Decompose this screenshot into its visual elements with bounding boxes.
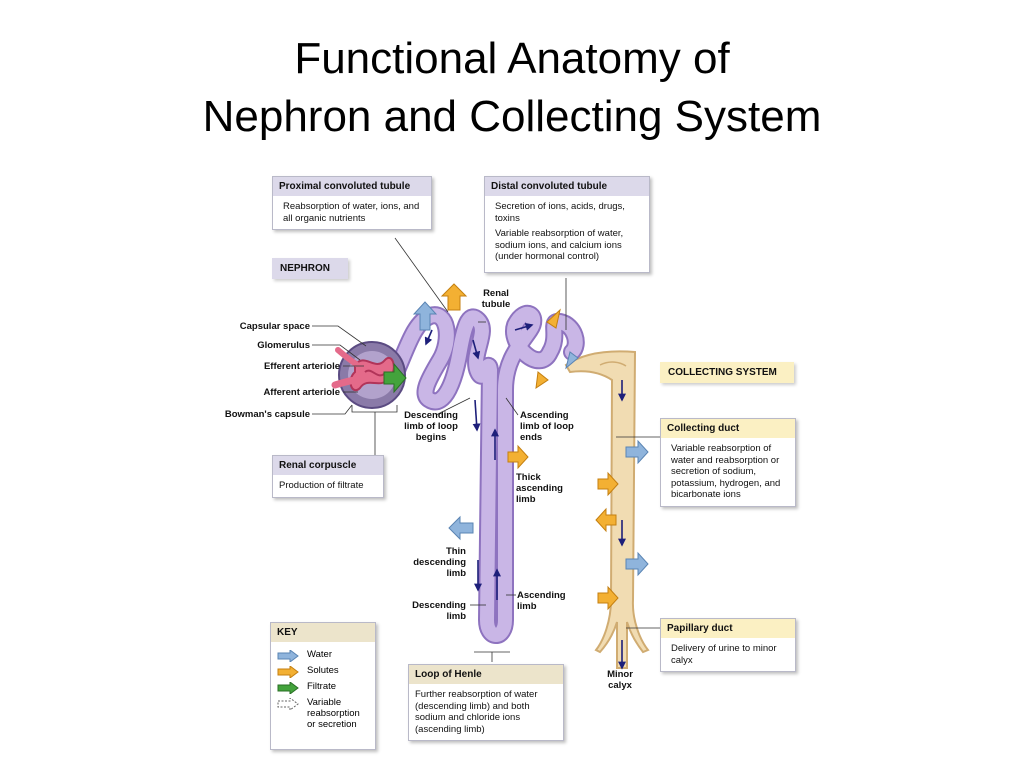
label-ascending-limb: Ascending limb	[517, 590, 566, 612]
water-key-icon	[277, 650, 299, 662]
label-renal-tubule: Renal tubule	[481, 288, 511, 310]
renal-corpuscle-shape	[331, 341, 406, 409]
label-thick-ascending: Thick ascending limb	[516, 472, 563, 505]
label-desc-limb-begins: Descending limb of loop begins	[404, 410, 458, 443]
title-line-2: Nephron and Collecting System	[202, 92, 822, 141]
dct-box: Distal convoluted tubule Secretion of io…	[484, 176, 650, 273]
key-filtrate-label: Filtrate	[307, 681, 337, 692]
collecting-duct-shape	[564, 350, 650, 669]
key-row-variable: Variable reabsorption or secretion	[277, 697, 369, 730]
label-asc-limb-ends: Ascending limb of loop ends	[520, 410, 574, 443]
label-efferent-arteriole: Efferent arteriole	[263, 361, 340, 372]
key-water-label: Water	[307, 649, 332, 660]
key-solutes-label: Solutes	[307, 665, 339, 676]
key-variable-label: Variable reabsorption or secretion	[307, 697, 360, 730]
corpuscle-box: Renal corpuscle Production of filtrate	[272, 455, 384, 498]
filtrate-arrow	[383, 362, 407, 394]
pct-box: Proximal convoluted tubule Reabsorption …	[272, 176, 432, 230]
water-arrows	[412, 301, 649, 577]
label-thin-descending: Thin descending limb	[413, 546, 466, 579]
loop-box: Loop of Henle Further reabsorption of wa…	[408, 664, 564, 741]
label-minor-calyx: Minor calyx	[607, 669, 633, 691]
solutes-key-icon	[277, 666, 299, 678]
label-afferent-arteriole: Afferent arteriole	[263, 387, 340, 398]
loop-header: Loop of Henle	[409, 665, 563, 684]
papillary-duct-box: Papillary duct Delivery of urine to mino…	[660, 618, 796, 672]
corpuscle-header: Renal corpuscle	[273, 456, 383, 475]
papillary-duct-header: Papillary duct	[661, 619, 795, 638]
nephron-tag: NEPHRON	[272, 258, 348, 279]
key-row-water: Water	[277, 649, 369, 662]
variable-key-icon	[277, 698, 299, 710]
solute-arrows	[440, 283, 619, 611]
filtrate-key-icon	[277, 682, 299, 694]
dct-body-2: Variable reabsorption of water, sodium i…	[495, 228, 624, 262]
dct-body-1: Secretion of ions, acids, drugs, toxins	[495, 201, 625, 224]
pct-body: Reabsorption of water, ions, and all org…	[283, 201, 420, 224]
leader-lines	[312, 237, 660, 662]
loop-body: Further reabsorption of water (descendin…	[415, 689, 538, 735]
label-bowmans-capsule: Bowman's capsule	[224, 409, 310, 420]
collecting-duct-header: Collecting duct	[661, 419, 795, 438]
papillary-duct-body: Delivery of urine to minor calyx	[671, 643, 777, 666]
collecting-duct-body: Variable reabsorption of water and reabs…	[671, 443, 781, 500]
pct-header: Proximal convoluted tubule	[273, 177, 431, 196]
collecting-system-tag: COLLECTING SYSTEM	[660, 362, 794, 383]
key-title: KEY	[271, 623, 375, 642]
label-descending-limb: Descending limb	[412, 600, 466, 622]
key-row-solutes: Solutes	[277, 665, 369, 678]
label-glomerulus: Glomerulus	[257, 340, 310, 351]
key-box: KEY Water Solutes Filtrate Variable reab…	[270, 622, 376, 750]
slide-title: Functional Anatomy of Nephron and Collec…	[0, 30, 1024, 146]
title-line-1: Functional Anatomy of	[294, 34, 730, 83]
flow-arrows	[424, 322, 626, 670]
collecting-duct-box: Collecting duct Variable reabsorption of…	[660, 418, 796, 507]
label-capsular-space: Capsular space	[239, 321, 310, 332]
key-row-filtrate: Filtrate	[277, 681, 369, 694]
corpuscle-body: Production of filtrate	[279, 480, 364, 491]
dct-header: Distal convoluted tubule	[485, 177, 649, 196]
nephron-tubule-shape	[389, 304, 585, 644]
